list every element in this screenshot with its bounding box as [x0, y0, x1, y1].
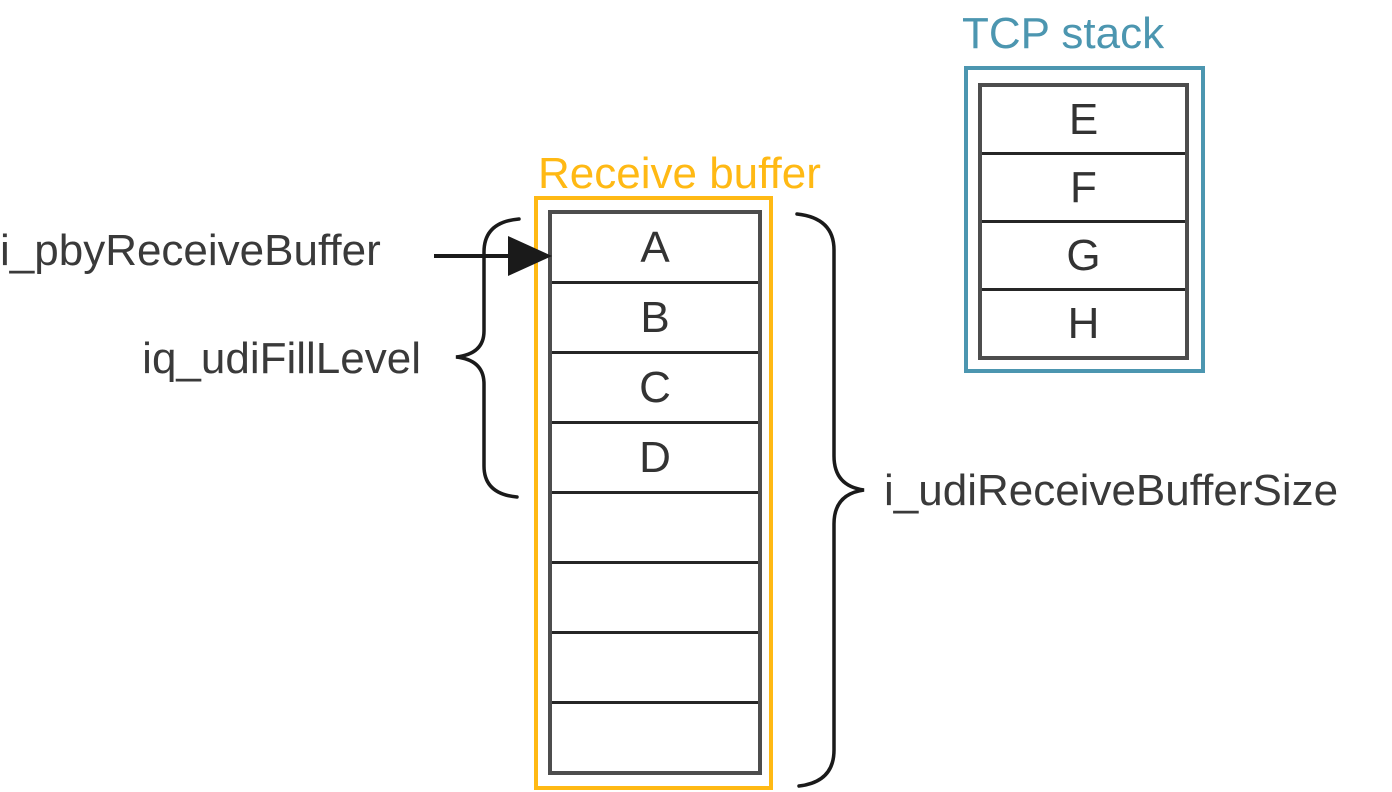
tcp-stack-title: TCP stack: [962, 9, 1165, 58]
buffer-cell-1: B: [552, 284, 758, 354]
tcp-cell-3: H: [1067, 298, 1100, 348]
fill-level-brace-icon: [455, 217, 521, 499]
buffer-cell-4: [552, 494, 758, 564]
receive-buffer-table: A B C D: [548, 210, 762, 775]
buffer-cell-7: [552, 704, 758, 771]
pointer-label: i_pbyReceiveBuffer: [0, 226, 381, 275]
buffer-cell-3: D: [552, 424, 758, 494]
receive-buffer-title: Receive buffer: [538, 149, 821, 198]
buffer-cell-6: [552, 634, 758, 704]
tcp-cell-0: E: [982, 87, 1185, 155]
buffer-cell-2: C: [552, 354, 758, 424]
tcp-stack-table: E F G H: [978, 83, 1189, 360]
tcp-cell-2: G: [982, 223, 1185, 291]
buffer-cell-0: A: [552, 214, 758, 284]
buffer-size-brace-icon: [795, 212, 865, 788]
buffer-cell-5: [552, 564, 758, 634]
fill-level-label: iq_udiFillLevel: [142, 334, 421, 383]
buffer-size-label: i_udiReceiveBufferSize: [884, 466, 1339, 515]
tcp-cell-1: F: [982, 155, 1185, 223]
